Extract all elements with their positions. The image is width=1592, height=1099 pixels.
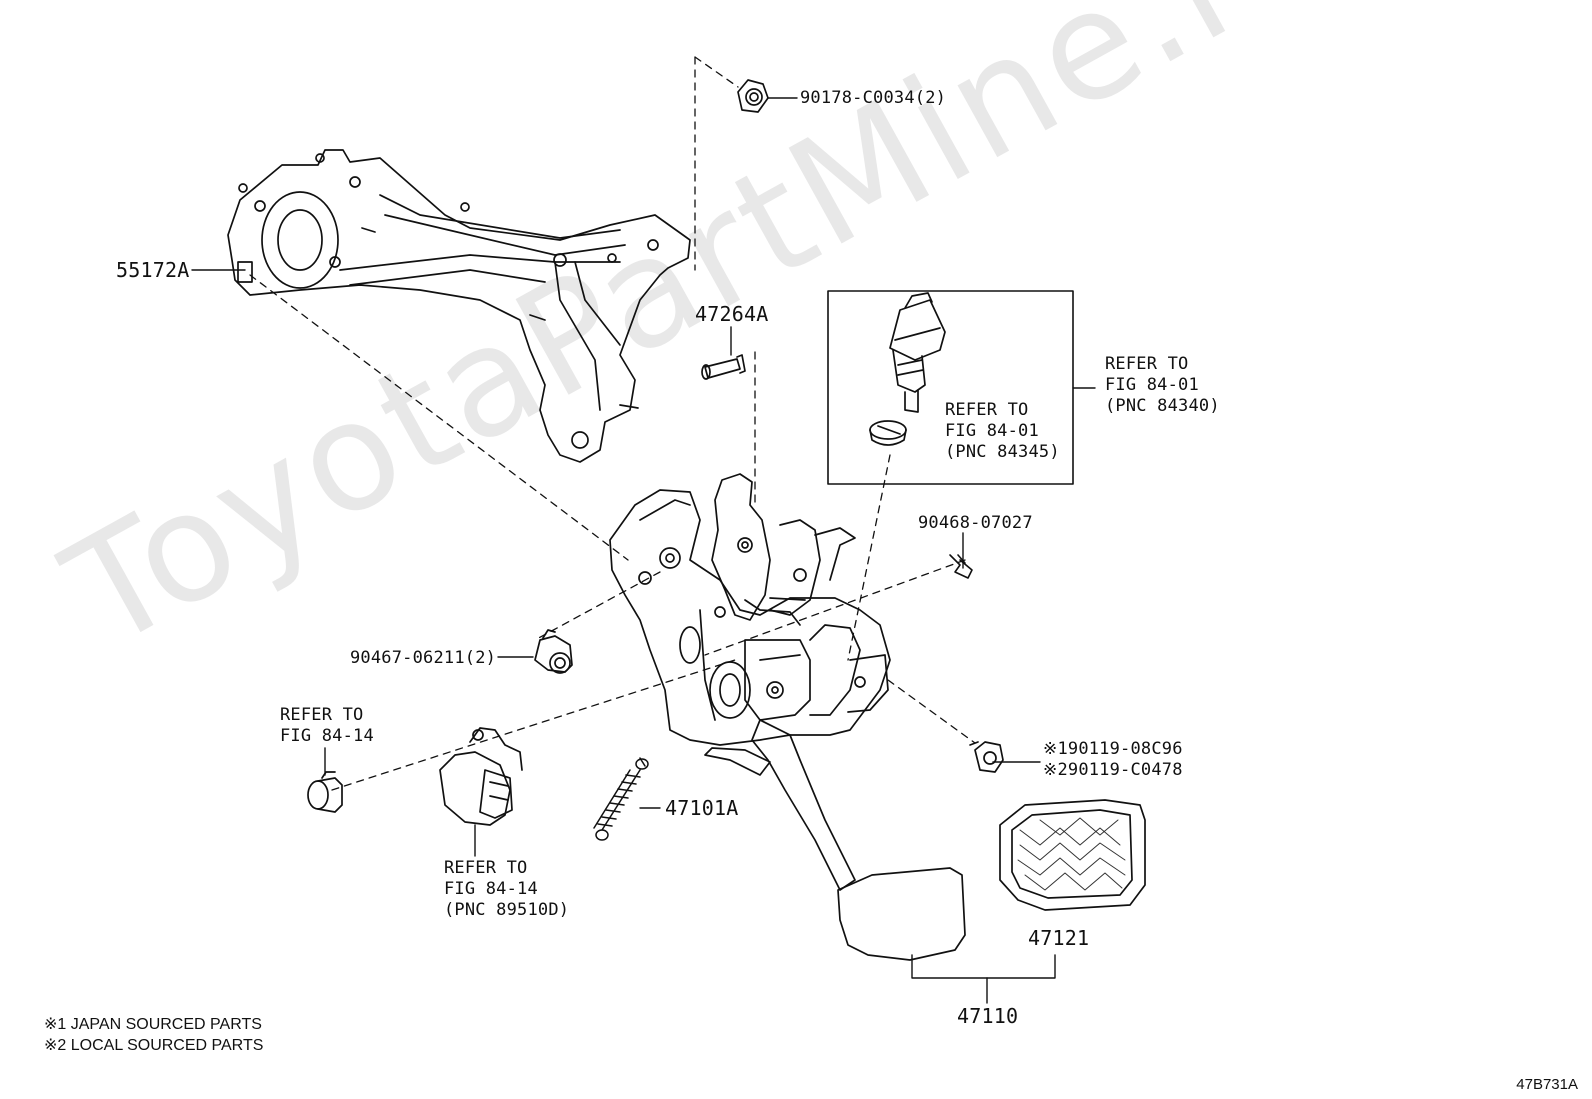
- label-90468-07027: 90468-07027: [918, 513, 1033, 533]
- nut-90178: [737, 79, 769, 113]
- label-47110: 47110: [957, 1004, 1019, 1028]
- label-refer-84345-line3: (PNC 84345): [945, 442, 1060, 462]
- label-refer-89510d-line3: (PNC 89510D): [444, 900, 570, 920]
- label-47121: 47121: [1028, 926, 1090, 950]
- figure-code: 47B731A: [1516, 1076, 1578, 1093]
- clip-90467: [534, 629, 573, 674]
- label-refer-84340-line2: FIG 84-01: [1105, 375, 1199, 395]
- label-refer-84-14-line2: FIG 84-14: [280, 726, 374, 746]
- switch-reference-box: [827, 290, 1074, 485]
- pedal-lever-upper: [711, 473, 856, 626]
- footnotes: ※1 JAPAN SOURCED PARTS ※2 LOCAL SOURCED …: [44, 1014, 263, 1056]
- footnote-japan-sourced: ※1 JAPAN SOURCED PARTS: [44, 1016, 262, 1033]
- label-90467-06211: 90467-06211(2): [350, 648, 497, 668]
- label-90178-c0034: 90178-C0034(2): [800, 88, 947, 108]
- label-refer-89510d-line2: FIG 84-14: [444, 879, 538, 899]
- label-refer-84340-line1: REFER TO: [1105, 354, 1189, 374]
- grommet-left: [307, 771, 343, 813]
- pedal-pad-47121: [999, 799, 1146, 911]
- label-bolt-90119-c0478: ※290119-C0478: [1043, 760, 1183, 780]
- label-55172a: 55172A: [116, 258, 190, 282]
- stop-lamp-switch: [889, 292, 946, 413]
- footnote-local-sourced: ※2 LOCAL SOURCED PARTS: [44, 1037, 264, 1054]
- switch-retainer: [869, 420, 907, 446]
- dashed-assembly-lines: [249, 56, 976, 791]
- label-bolt-90119-08c96: ※190119-08C96: [1043, 739, 1183, 759]
- pin-47264a: [701, 354, 746, 380]
- pedal-arm-47110: [704, 719, 966, 961]
- label-refer-89510d-line1: REFER TO: [444, 858, 528, 878]
- bracket-55172a: [227, 149, 691, 463]
- label-47101a: 47101A: [665, 796, 739, 820]
- leader-lines: [191, 97, 1096, 1004]
- label-refer-84345-line2: FIG 84-01: [945, 421, 1039, 441]
- label-47264a: 47264A: [695, 302, 769, 326]
- label-refer-84345-line1: REFER TO: [945, 400, 1029, 420]
- label-refer-84-14-line1: REFER TO: [280, 705, 364, 725]
- label-refer-84340-line3: (PNC 84340): [1105, 396, 1220, 416]
- clip-90468: [949, 554, 973, 579]
- pedal-support-bracket: [609, 489, 891, 746]
- bolt-90119: [969, 741, 1004, 773]
- spring-47101a: [593, 757, 649, 841]
- pedal-position-sensor: [439, 727, 523, 826]
